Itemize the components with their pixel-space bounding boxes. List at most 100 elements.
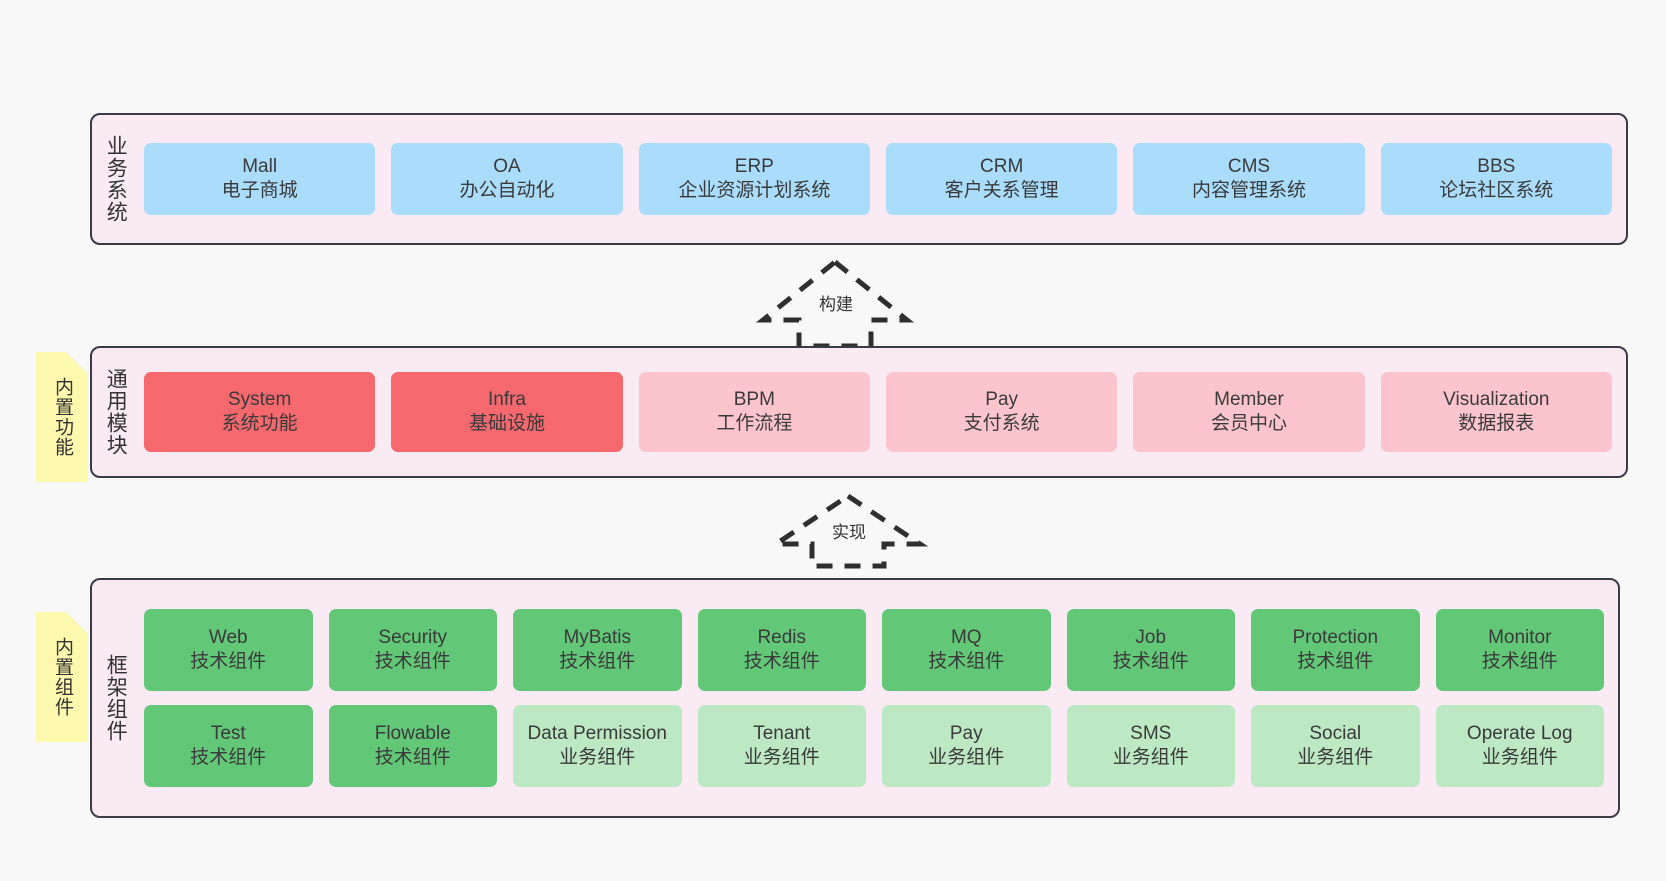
layer-common-body: System 系统功能 Infra 基础设施 BPM 工作流程 Pay 支付系统… bbox=[138, 348, 1626, 476]
card-title: Monitor bbox=[1488, 626, 1552, 648]
card-subtitle: 技术组件 bbox=[190, 651, 267, 672]
component-card-job[interactable]: Job 技术组件 bbox=[1066, 609, 1235, 691]
module-card-member[interactable]: Member 会员中心 bbox=[1133, 372, 1365, 452]
card-title: Tenant bbox=[753, 722, 811, 744]
card-title: Mall bbox=[242, 155, 278, 177]
component-card-sms[interactable]: SMS 业务组件 bbox=[1066, 705, 1235, 787]
card-subtitle: 技术组件 bbox=[928, 651, 1005, 672]
framework-row-business: Test 技术组件 Flowable 技术组件 Data Permission … bbox=[144, 705, 1604, 787]
layer-framework-title: 框架组件 bbox=[104, 654, 128, 742]
card-subtitle: 业务组件 bbox=[1297, 747, 1374, 768]
component-card-mq[interactable]: MQ 技术组件 bbox=[882, 609, 1051, 691]
card-title: BBS bbox=[1477, 155, 1516, 177]
card-subtitle: 技术组件 bbox=[190, 747, 267, 768]
card-subtitle: 企业资源计划系统 bbox=[678, 180, 831, 201]
hollow-arrow-up-icon bbox=[755, 258, 915, 349]
card-title: Operate Log bbox=[1466, 722, 1573, 744]
card-subtitle: 论坛社区系统 bbox=[1439, 180, 1554, 201]
framework-row-technical: Web 技术组件 Security 技术组件 MyBatis 技术组件 Redi… bbox=[144, 609, 1604, 691]
component-card-monitor[interactable]: Monitor 技术组件 bbox=[1435, 609, 1604, 691]
card-title: OA bbox=[493, 155, 521, 177]
layer-common-modules: 通用模块 System 系统功能 Infra 基础设施 BPM 工作流程 Pay… bbox=[90, 346, 1628, 478]
card-title: System bbox=[227, 388, 292, 410]
component-card-flowable[interactable]: Flowable 技术组件 bbox=[328, 705, 497, 787]
layer-business-systems: 业务系统 Mall 电子商城 OA 办公自动化 ERP 企业资源计划系统 CRM… bbox=[90, 113, 1628, 245]
component-card-mybatis[interactable]: MyBatis 技术组件 bbox=[513, 609, 682, 691]
card-title: CRM bbox=[980, 155, 1024, 177]
card-title: Pay bbox=[985, 388, 1019, 410]
arrow-implement: 实现 bbox=[767, 492, 929, 570]
card-title: MQ bbox=[950, 626, 982, 648]
card-title: Data Permission bbox=[527, 722, 667, 744]
card-subtitle: 技术组件 bbox=[1481, 651, 1558, 672]
card-subtitle: 电子商城 bbox=[221, 180, 298, 201]
card-title: Redis bbox=[757, 626, 807, 648]
hollow-arrow-up-icon bbox=[767, 492, 929, 569]
module-card-erp[interactable]: ERP 企业资源计划系统 bbox=[638, 143, 870, 215]
module-card-oa[interactable]: OA 办公自动化 bbox=[391, 143, 623, 215]
card-title: Visualization bbox=[1443, 388, 1550, 410]
card-subtitle: 技术组件 bbox=[1112, 651, 1189, 672]
card-subtitle: 业务组件 bbox=[1112, 747, 1189, 768]
card-subtitle: 业务组件 bbox=[928, 747, 1005, 768]
card-subtitle: 业务组件 bbox=[1481, 747, 1558, 768]
module-card-infra[interactable]: Infra 基础设施 bbox=[391, 372, 623, 452]
card-subtitle: 支付系统 bbox=[963, 413, 1040, 434]
component-card-web[interactable]: Web 技术组件 bbox=[144, 609, 313, 691]
component-card-data-permission[interactable]: Data Permission 业务组件 bbox=[513, 705, 682, 787]
module-card-bpm[interactable]: BPM 工作流程 bbox=[638, 372, 870, 452]
module-card-cms[interactable]: CMS 内容管理系统 bbox=[1133, 143, 1365, 215]
card-subtitle: 内容管理系统 bbox=[1191, 180, 1306, 201]
card-title: Job bbox=[1135, 626, 1167, 648]
card-title: Protection bbox=[1292, 626, 1379, 648]
sticky-tab-label: 内置组件 bbox=[52, 637, 74, 717]
module-card-bbs[interactable]: BBS 论坛社区系统 bbox=[1380, 143, 1612, 215]
module-card-mall[interactable]: Mall 电子商城 bbox=[144, 143, 376, 215]
card-title: ERP bbox=[734, 155, 774, 177]
card-title: Web bbox=[208, 626, 248, 648]
module-card-crm[interactable]: CRM 客户关系管理 bbox=[885, 143, 1118, 215]
arrow-implement-label: 实现 bbox=[830, 518, 868, 543]
card-subtitle: 工作流程 bbox=[716, 413, 793, 434]
business-row: Mall 电子商城 OA 办公自动化 ERP 企业资源计划系统 CRM 客户关系… bbox=[144, 143, 1612, 215]
component-card-tenant[interactable]: Tenant 业务组件 bbox=[697, 705, 866, 787]
layer-framework-components: 框架组件 Web 技术组件 Security 技术组件 MyBatis 技术组件… bbox=[90, 578, 1620, 818]
module-card-system[interactable]: System 系统功能 bbox=[144, 372, 376, 452]
card-subtitle: 办公自动化 bbox=[459, 180, 555, 201]
component-card-redis[interactable]: Redis 技术组件 bbox=[697, 609, 866, 691]
layer-business-body: Mall 电子商城 OA 办公自动化 ERP 企业资源计划系统 CRM 客户关系… bbox=[138, 115, 1626, 243]
card-subtitle: 业务组件 bbox=[743, 747, 820, 768]
module-card-pay[interactable]: Pay 支付系统 bbox=[885, 372, 1118, 452]
arrow-build-label: 构建 bbox=[817, 290, 855, 315]
card-subtitle: 业务组件 bbox=[559, 747, 636, 768]
card-subtitle: 技术组件 bbox=[559, 651, 636, 672]
card-title: Flowable bbox=[374, 722, 451, 744]
layer-framework-body: Web 技术组件 Security 技术组件 MyBatis 技术组件 Redi… bbox=[138, 580, 1618, 816]
card-title: MyBatis bbox=[563, 626, 632, 648]
card-subtitle: 技术组件 bbox=[374, 651, 451, 672]
card-title: CMS bbox=[1227, 155, 1271, 177]
layer-common-title: 通用模块 bbox=[104, 368, 128, 456]
card-title: SMS bbox=[1130, 722, 1172, 744]
common-row: System 系统功能 Infra 基础设施 BPM 工作流程 Pay 支付系统… bbox=[144, 372, 1612, 452]
card-title: Pay bbox=[949, 722, 983, 744]
card-subtitle: 数据报表 bbox=[1458, 413, 1535, 434]
card-title: Social bbox=[1309, 722, 1362, 744]
component-card-security[interactable]: Security 技术组件 bbox=[328, 609, 497, 691]
card-subtitle: 会员中心 bbox=[1210, 413, 1287, 434]
card-title: Test bbox=[210, 722, 246, 744]
component-card-social[interactable]: Social 业务组件 bbox=[1251, 705, 1420, 787]
sticky-tab-builtin-features: 内置功能 bbox=[36, 352, 88, 482]
card-subtitle: 客户关系管理 bbox=[944, 180, 1059, 201]
component-card-pay[interactable]: Pay 业务组件 bbox=[882, 705, 1051, 787]
card-subtitle: 技术组件 bbox=[743, 651, 820, 672]
component-card-protection[interactable]: Protection 技术组件 bbox=[1251, 609, 1420, 691]
module-card-visualization[interactable]: Visualization 数据报表 bbox=[1380, 372, 1612, 452]
component-card-operate-log[interactable]: Operate Log 业务组件 bbox=[1435, 705, 1604, 787]
card-title: Member bbox=[1214, 388, 1284, 410]
component-card-test[interactable]: Test 技术组件 bbox=[144, 705, 313, 787]
card-title: Infra bbox=[487, 388, 526, 410]
layer-business-title: 业务系统 bbox=[104, 135, 128, 223]
sticky-tab-label: 内置功能 bbox=[52, 377, 74, 457]
